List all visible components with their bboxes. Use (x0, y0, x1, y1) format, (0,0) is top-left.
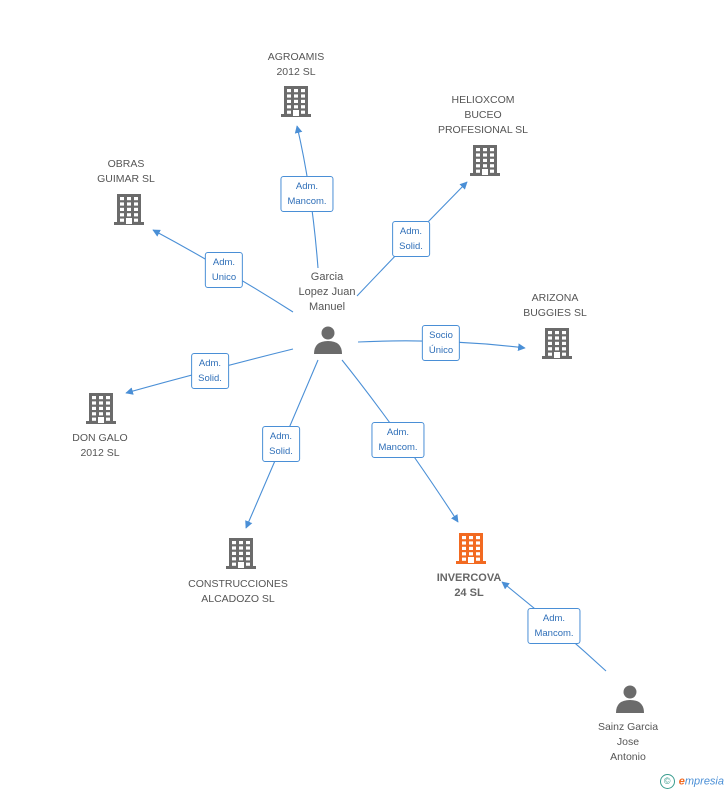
relation-badge-construcciones[interactable]: Adm. Solid. (262, 426, 300, 462)
building-icon-dongalo[interactable] (86, 393, 116, 424)
company-label-dongalo[interactable]: DON GALO 2012 SL (72, 432, 128, 459)
relation-badge-helioxcom[interactable]: Adm. Solid. (392, 221, 430, 257)
building-icon-construcciones[interactable] (226, 538, 256, 569)
footer-brand[interactable]: ©empresia (659, 774, 724, 789)
second-person-label[interactable]: Sainz Garcia Jose Antonio (597, 721, 659, 763)
building-icon-obras[interactable] (114, 194, 144, 225)
brand-name: mpresia (684, 775, 724, 788)
building-icon-agroamis[interactable] (281, 86, 311, 117)
company-label-agroamis[interactable]: AGROAMIS 2012 SL (267, 51, 325, 78)
relation-badge-invercova[interactable]: Adm. Mancom. (371, 422, 425, 458)
company-label-construcciones[interactable]: CONSTRUCCIONES ALCADOZO SL (188, 578, 288, 605)
company-label-obras[interactable]: OBRAS GUIMAR SL (97, 158, 155, 185)
center-person-label[interactable]: Garcia Lopez Juan Manuel (298, 271, 356, 313)
relation-badge-arizona[interactable]: Socio Único (421, 325, 461, 361)
brand-e: e (678, 775, 685, 788)
person-icon-sainz[interactable] (616, 685, 644, 714)
company-label-arizona[interactable]: ARIZONA BUGGIES SL (523, 292, 587, 319)
company-label-helioxcom[interactable]: HELIOXCOM BUCEO PROFESIONAL SL (437, 94, 529, 136)
relation-badge-sainz[interactable]: Adm. Mancom. (527, 608, 581, 644)
copyright-icon: © (659, 774, 675, 789)
relation-badge-dongalo[interactable]: Adm. Solid. (191, 353, 229, 389)
node-icons (86, 86, 644, 713)
company-label-invercova[interactable]: INVERCOVA 24 SL (436, 572, 502, 599)
building-icon-helioxcom[interactable] (470, 145, 500, 176)
building-icon-invercova[interactable] (456, 533, 486, 564)
relation-badge-obras[interactable]: Adm. Unico (204, 252, 244, 288)
building-icon-arizona[interactable] (542, 328, 572, 359)
relation-badge-agroamis[interactable]: Adm. Mancom. (280, 176, 334, 212)
person-icon-center[interactable] (314, 326, 342, 355)
